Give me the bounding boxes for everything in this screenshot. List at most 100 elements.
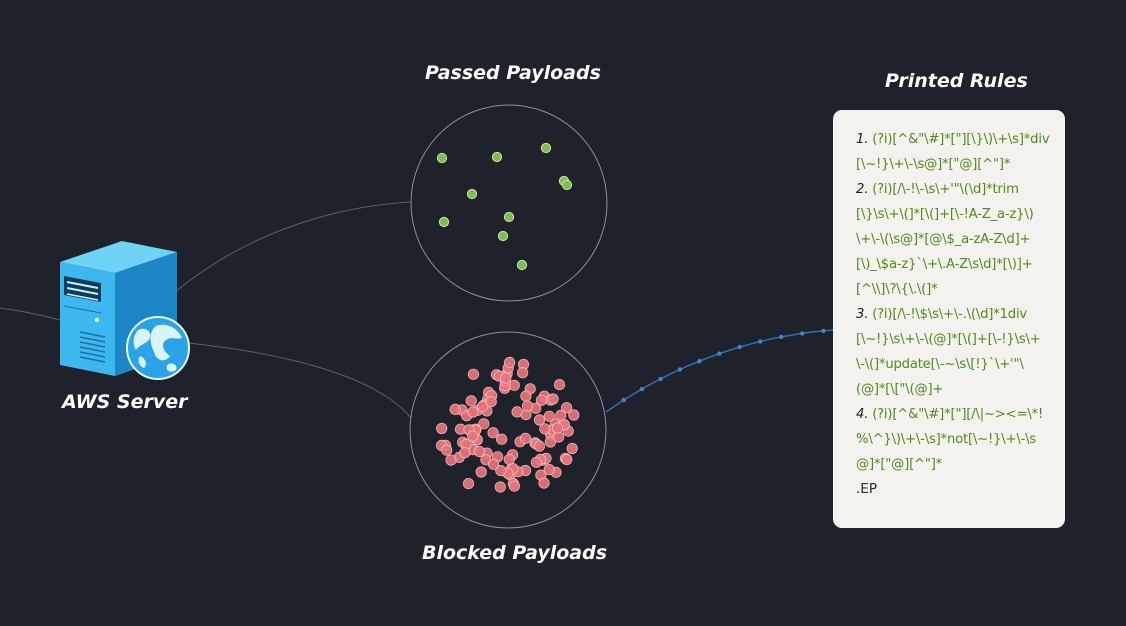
blocked-payload-dot: [538, 477, 550, 489]
blocked-payloads-title: Blocked Payloads: [422, 542, 607, 564]
blocked-payload-dot: [551, 422, 564, 434]
rule-line: 4. (?i)[^&"\#]*["][/\|~><=\*!: [856, 402, 1055, 427]
passed-payloads-title: Passed Payloads: [425, 62, 601, 84]
rule-line: [\)_\$a-z}`\+\.A-Z\s\d]*[\)]+: [856, 252, 1055, 277]
blocked-payload-dot: [511, 406, 523, 418]
rule-line: [\~!}\s\+\-\(@]*[\(]+[\-!}\s\+: [856, 327, 1055, 352]
passed-payload-dot: [497, 230, 509, 242]
rule-line: 1. (?i)[^&"\#]*["][\}\)\+\s]*div: [856, 127, 1055, 152]
blocked-payload-dot: [449, 403, 461, 415]
blocked-payload-dot: [445, 454, 457, 466]
rule-line: @]*["@][^"]*: [856, 452, 1055, 477]
path-dot: [717, 351, 722, 356]
blocked-payload-dot: [520, 390, 532, 402]
path-dot: [800, 331, 805, 336]
blocked-payload-dot: [535, 394, 548, 406]
rule-text: \-\(]*update[\-~\s\[!}`\+'"\: [856, 357, 1024, 372]
blocked-payload-dot: [533, 414, 546, 426]
globe-icon: [126, 316, 190, 380]
blocked-payload-dot: [459, 447, 471, 459]
path-dot: [779, 334, 784, 340]
rule-text: %\^}\)\+\-\s]*not[\~!}\+\-\s: [856, 432, 1037, 447]
rule-text: (?i)[^&"\#]*["][/\|~><=\*!: [872, 407, 1044, 422]
rule-text: [^\\]\?\{\.\(]*: [856, 282, 938, 297]
blocked-payload-dot: [503, 453, 515, 465]
rule-line: \-\(]*update[\-~\s\[!}`\+'"\: [856, 352, 1055, 377]
blocked-payload-dot: [487, 458, 500, 470]
blocked-payload-dot: [543, 410, 555, 422]
blocked-payload-dot: [555, 409, 567, 421]
passed-payload-dot: [561, 179, 573, 191]
blocked-payload-dot: [495, 433, 508, 445]
blocked-payload-dot: [478, 418, 490, 430]
blocked-payload-dot: [516, 367, 529, 379]
blocked-payload-dots: [435, 356, 580, 493]
rules-tail: .EP: [856, 481, 877, 497]
rule-number: 1.: [856, 132, 869, 147]
rule-text: (?i)[/\-!\$\s\+\-.\(\d]*1div: [872, 307, 1028, 322]
rule-text: (@]*[\["\(@]+: [856, 382, 944, 397]
blocked-payload-dot: [485, 396, 497, 408]
blocked-payload-dot: [533, 440, 546, 452]
rule-text: [\~!}\s\+\-\(@]*[\(]+[\-!}\s\+: [856, 332, 1041, 347]
blocked-payload-dot: [467, 406, 479, 418]
rule-line: %\^}\)\+\-\s]*not[\~!}\+\-\s: [856, 427, 1055, 452]
rule-line: (@]*[\["\(@]+: [856, 377, 1055, 402]
path-dot: [737, 344, 742, 350]
passed-payloads-circle: [410, 104, 608, 302]
rule-text: \+\-\(\s@]*[@\$_a-zA-Z\d]+: [856, 232, 1031, 247]
rule-text: (?i)[^&"\#]*["][\}\)\+\s]*div: [872, 132, 1050, 147]
path-dot: [758, 339, 763, 344]
blocked-payloads-circle: [409, 331, 607, 529]
rule-line: 3. (?i)[/\-!\$\s\+\-.\(\d]*1div: [856, 302, 1055, 327]
aws-server-label: AWS Server: [62, 391, 188, 413]
blocked-payload-dot: [487, 427, 499, 439]
blocked-payload-dot: [467, 430, 479, 442]
rule-line: \+\-\(\s@]*[@\$_a-zA-Z\d]+: [856, 227, 1055, 252]
rule-text: [\)_\$a-z}`\+\.A-Z\s\d]*[\)]+: [856, 257, 1033, 272]
path-dot: [697, 358, 702, 364]
rule-line: 2. (?i)[/\-!\-\s\+'"\(\d]*trim: [856, 177, 1055, 202]
passed-payload-dots: [436, 142, 573, 271]
blocked-payload-dot: [530, 456, 543, 468]
path-dot: [621, 397, 626, 403]
blocked-payload-dot: [500, 372, 512, 384]
passed-payload-dot: [540, 142, 552, 154]
blocked-payload-dot: [560, 402, 573, 414]
blocked-payload-dot: [521, 400, 534, 412]
blocked-payload-dot: [467, 368, 479, 380]
path-dot: [821, 328, 826, 334]
connector-blocked: [187, 342, 412, 419]
rule-number: 2.: [856, 182, 869, 197]
rule-text: (?i)[/\-!\-\s\+'"\(\d]*trim: [872, 182, 1019, 197]
blocked-payload-dot: [566, 442, 578, 455]
connector-passed: [174, 201, 412, 293]
rule-line: [\}\s\+\(]*[\(]+[\-!A-Z_a-z}\): [856, 202, 1055, 227]
rule-line: [\~!}\+\-\s@]*["@][^"]*: [856, 152, 1055, 177]
blocked-payload-dot: [494, 481, 506, 493]
blocked-payload-dot: [539, 423, 551, 435]
connector-left-edge: [0, 307, 61, 321]
rule-text: [\~!}\+\-\s@]*["@][^"]*: [856, 157, 1011, 172]
blocked-payload-dot: [544, 436, 557, 448]
rules-path-dots: [621, 328, 826, 403]
blocked-payload-dot: [441, 444, 453, 456]
blocked-payload-dot: [462, 477, 475, 490]
blocked-payload-dot: [561, 453, 573, 466]
path-dot: [658, 376, 663, 382]
blocked-payload-dot: [568, 409, 580, 421]
rule-text: [\}\s\+\(]*[\(]+[\-!A-Z_a-z}\): [856, 207, 1034, 222]
printed-rules-card: 1. (?i)[^&"\#]*["][\}\)\+\s]*div [\~!}\+\…: [833, 110, 1065, 528]
passed-payload-dot: [516, 259, 528, 271]
blocked-payload-dot: [547, 393, 559, 405]
blocked-payload-dot: [436, 422, 448, 435]
rule-number: 3.: [856, 307, 869, 322]
passed-payload-dot: [438, 216, 450, 228]
rules-list: 1. (?i)[^&"\#]*["][\}\)\+\s]*div [\~!}\+\…: [856, 127, 1055, 477]
blocked-payload-dot: [495, 464, 507, 477]
blocked-payload-dot: [553, 378, 566, 391]
blocked-payload-dot: [503, 356, 516, 368]
path-dot: [639, 386, 645, 392]
blocked-payload-dot: [477, 400, 489, 412]
